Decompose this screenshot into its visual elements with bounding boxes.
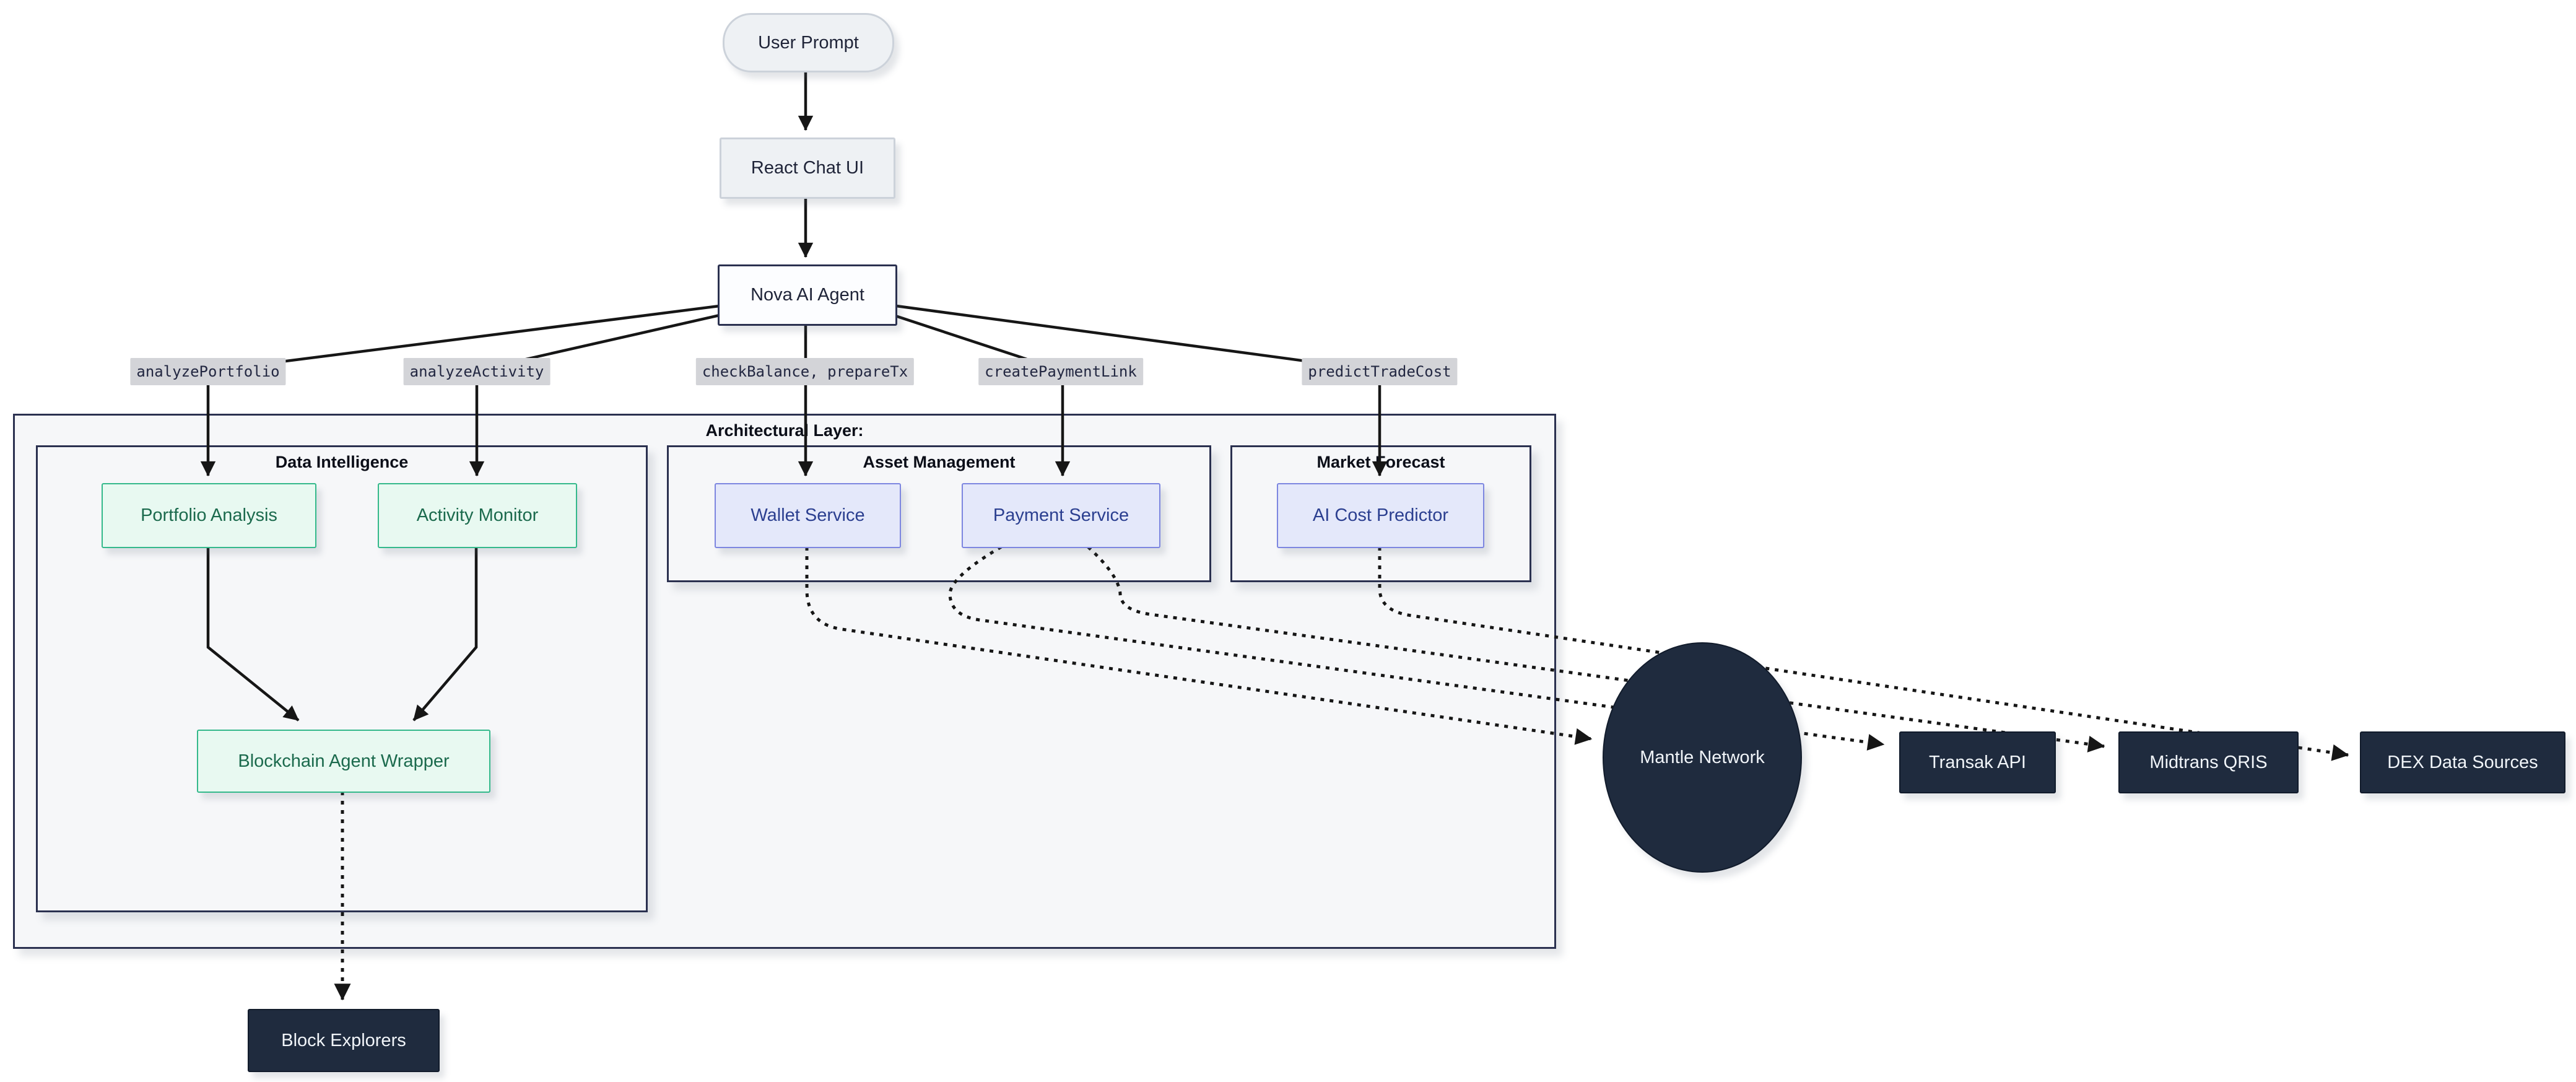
edge-wallet-to-mantle	[805, 547, 1593, 745]
edge-label-analyze-activity: analyzeActivity	[403, 358, 550, 385]
node-activity-monitor: Activity Monitor	[378, 483, 577, 548]
edge-activity-to-wrapper	[412, 547, 478, 722]
node-wallet-service: Wallet Service	[715, 483, 901, 548]
subgraph-data-intelligence-title: Data Intelligence	[275, 453, 409, 471]
edge-payment-to-midtrans	[1087, 546, 2105, 753]
node-transak-api: Transak API	[1899, 731, 2056, 793]
edge-nova-to-activity-monitor	[469, 313, 720, 477]
node-dex-data-sources: DEX Data Sources	[2360, 731, 2565, 793]
edge-label-check-balance-prepare-tx: checkBalance, prepareTx	[695, 358, 915, 385]
node-ai-cost-predictor: AI Cost Predictor	[1277, 483, 1484, 548]
edge-label-create-payment-link: createPaymentLink	[978, 358, 1143, 385]
node-payment-service: Payment Service	[962, 483, 1160, 548]
edge-payment-to-transak	[948, 545, 1885, 751]
edge-label-analyze-portfolio: analyzePortfolio	[130, 358, 286, 385]
edge-nova-to-ai-cost-predictor	[891, 303, 1388, 477]
node-react-chat-ui: React Chat UI	[720, 137, 895, 199]
edge-portfolio-to-wrapper	[206, 547, 300, 722]
edge-label-predict-trade-cost: predictTradeCost	[1302, 358, 1458, 385]
node-block-explorers: Block Explorers	[248, 1009, 440, 1072]
node-blockchain-agent-wrapper: Blockchain Agent Wrapper	[197, 730, 490, 793]
edge-nova-to-payment-service	[891, 313, 1071, 477]
node-midtrans-qris: Midtrans QRIS	[2118, 731, 2299, 793]
subgraph-asset-management-title: Asset Management	[863, 453, 1016, 471]
node-mantle-network: Mantle Network	[1603, 642, 1802, 873]
node-portfolio-analysis: Portfolio Analysis	[102, 483, 316, 548]
edge-aicost-to-dex	[1378, 547, 2349, 761]
node-user-prompt: User Prompt	[723, 13, 894, 72]
subgraph-architectural-layer-title: Architectural Layer:	[705, 421, 864, 440]
node-nova-ai-agent: Nova AI Agent	[718, 264, 897, 326]
